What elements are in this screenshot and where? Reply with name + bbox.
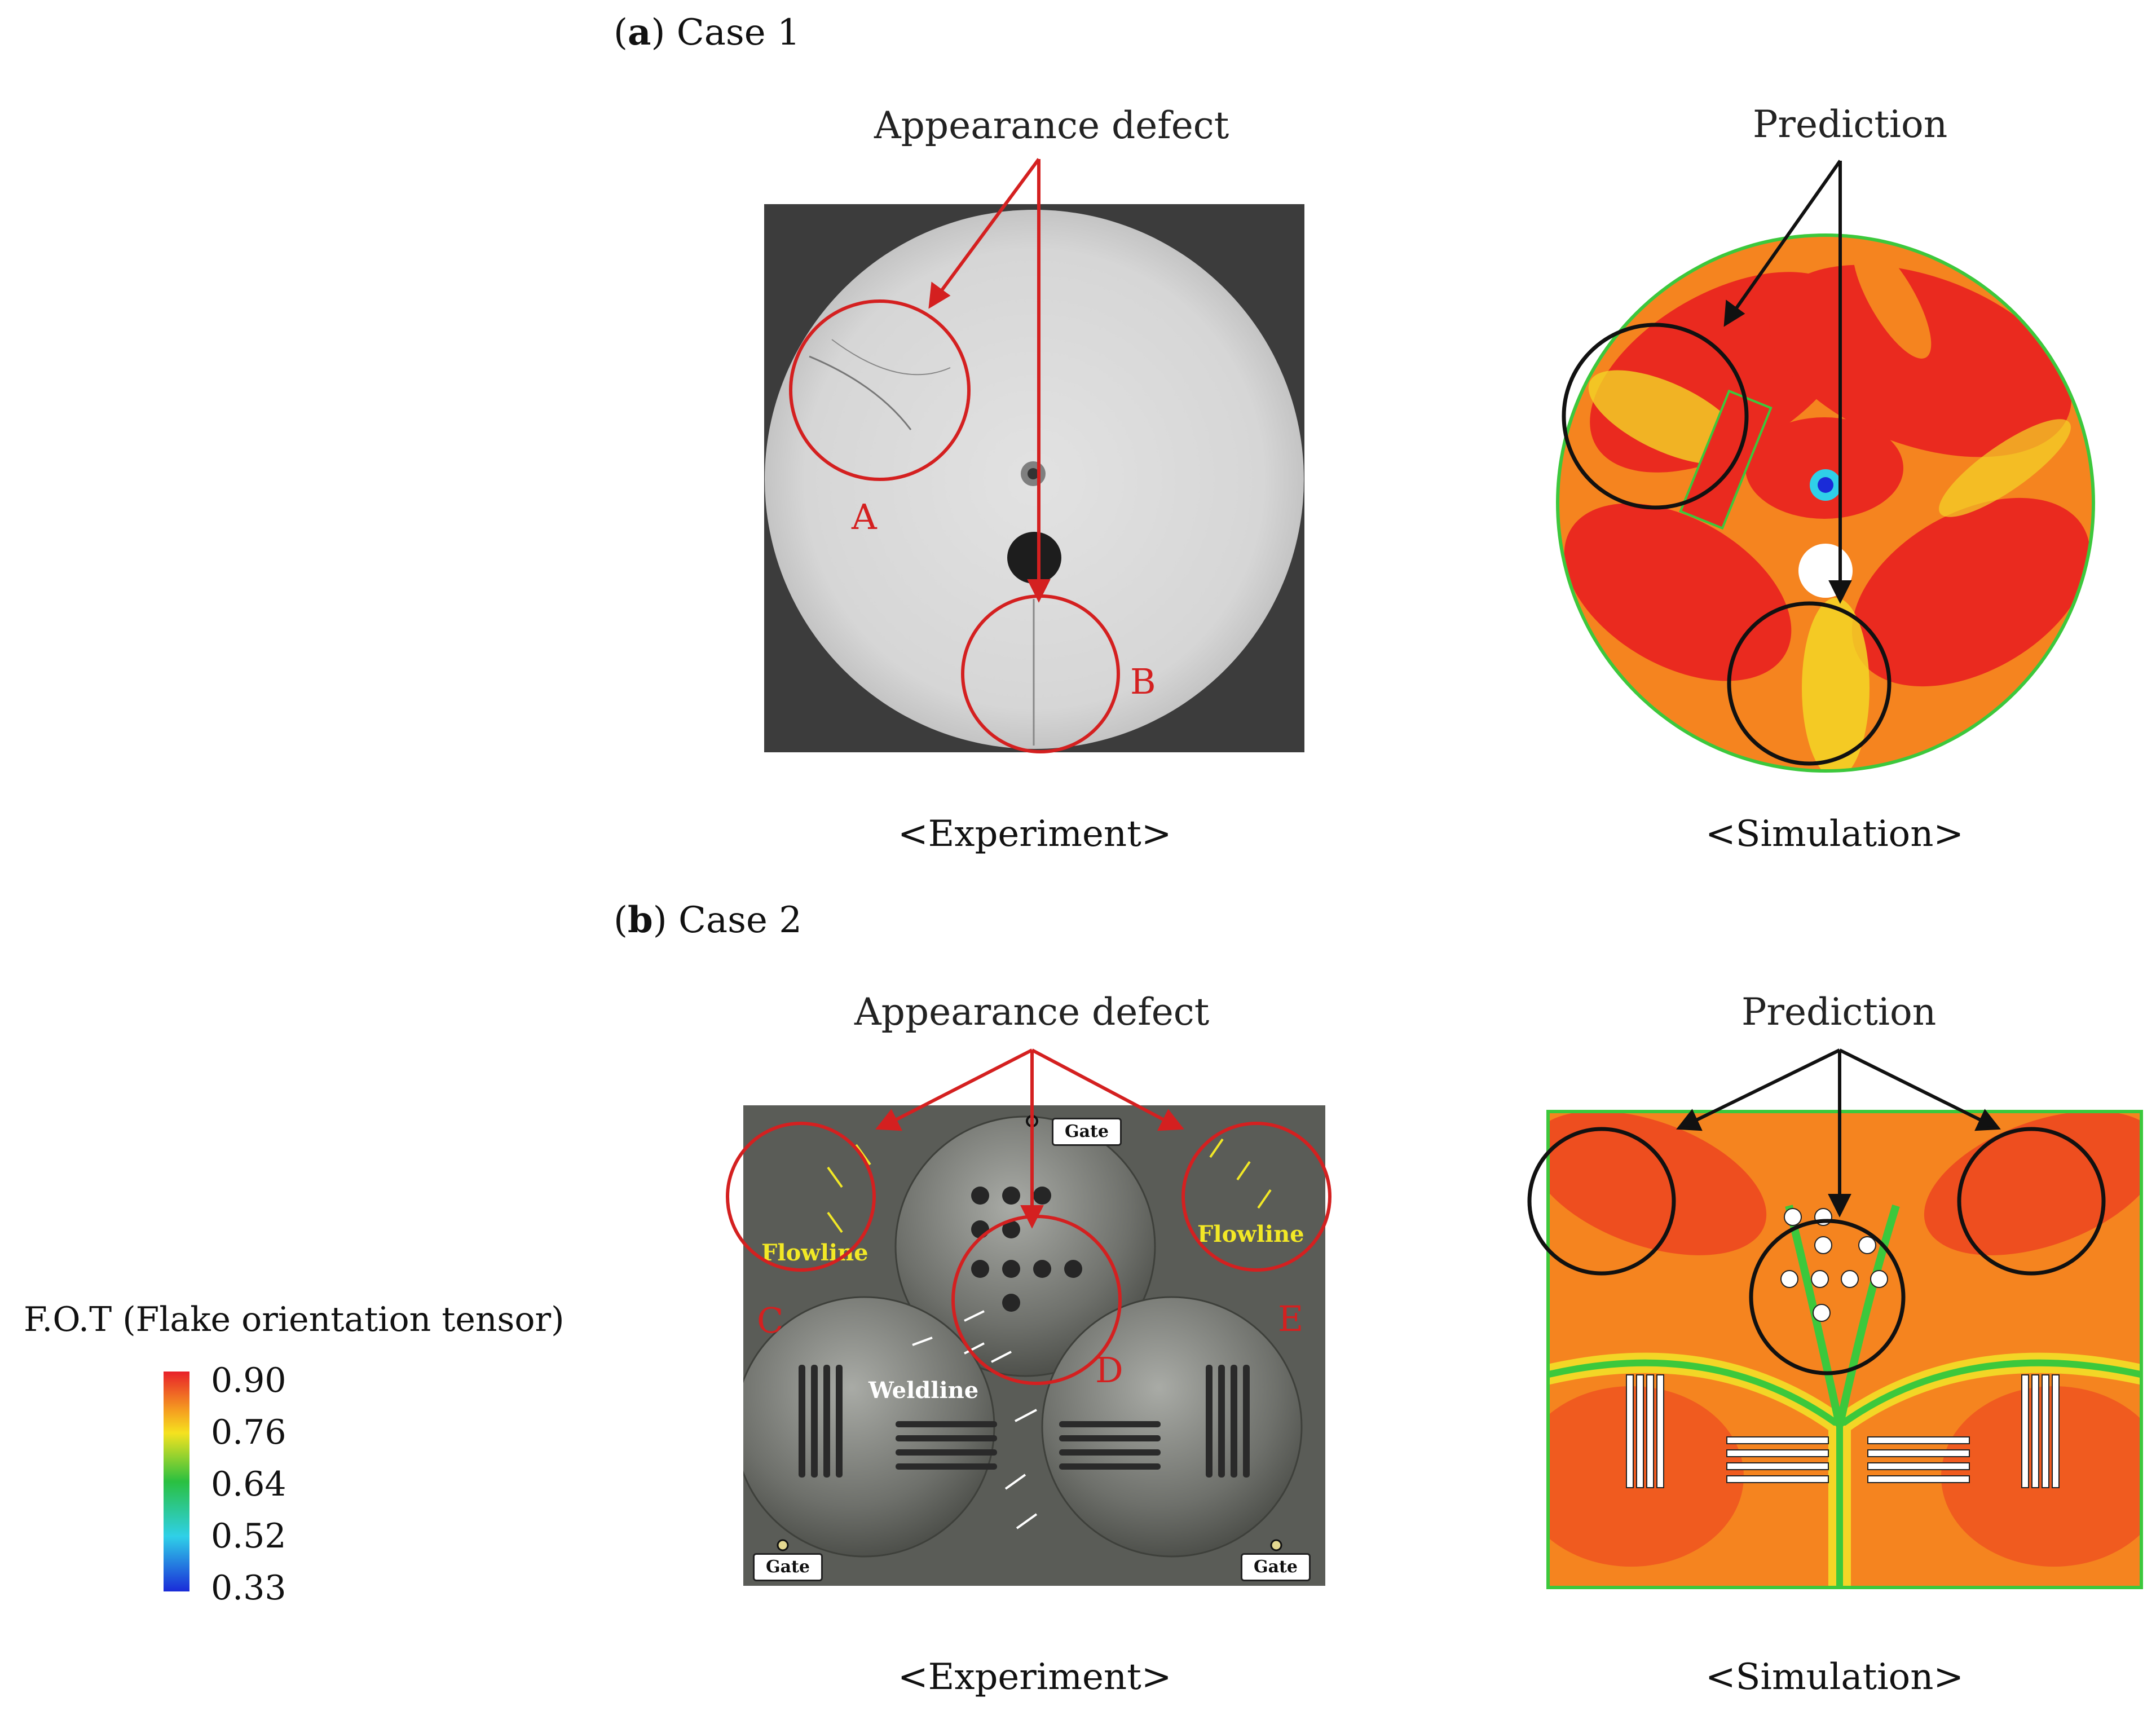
case2-gate-br-label: Gate (1253, 1557, 1298, 1577)
panel-b-title: Case 2 (678, 899, 802, 941)
legend-tick-0: 0.90 (211, 1361, 286, 1400)
case2-gate-top: Gate (1052, 1118, 1122, 1146)
legend-colorbar (164, 1372, 189, 1591)
case2-simulation-graphic (1546, 1110, 2143, 1589)
case2-gate-bottom-right: Gate (1241, 1553, 1311, 1581)
case2-appearance-defect-label: Appearance defect (854, 990, 1210, 1034)
legend-tick-4: 0.33 (211, 1568, 286, 1608)
legend-tick-3: 0.52 (211, 1516, 286, 1556)
case1-simulation-caption: <Simulation> (1705, 813, 1964, 855)
case2-gate-top-label: Gate (1064, 1122, 1109, 1141)
case2-prediction-label: Prediction (1741, 990, 1937, 1034)
case1-appearance-defect-label: Appearance defect (874, 104, 1229, 147)
legend-tick-2: 0.64 (211, 1465, 286, 1504)
case2-simulation-plot (1546, 1110, 2143, 1589)
case2-prediction-circles (1527, 1127, 2106, 1375)
case1-prediction-circles (1562, 323, 1892, 766)
case2-plate-graphic (743, 1115, 1303, 1558)
case2-flowline-right: Flowline (1197, 1221, 1304, 1247)
case1-prediction-arrows (1723, 160, 1852, 604)
legend-title: F.O.T (Flake orientation tensor) (24, 1300, 565, 1339)
panel-a-heading: (a) Case 1 (614, 11, 800, 54)
case2-experiment-caption: <Experiment> (898, 1656, 1172, 1698)
case2-prediction-arrows (1676, 1048, 2001, 1218)
case1-letter-b: B (1130, 661, 1156, 702)
case2-experiment-photo: Gate Gate Gate Flowline Flowline Weldlin… (743, 1105, 1325, 1586)
case1-letter-a: A (852, 496, 877, 537)
case2-gate-bottom-left: Gate (753, 1553, 823, 1581)
case1-disc-graphic (765, 210, 1304, 749)
case2-letter-e: E (1278, 1298, 1304, 1339)
case1-experiment-photo (764, 204, 1304, 752)
case1-experiment-caption: <Experiment> (898, 813, 1172, 855)
case2-letter-c: C (757, 1300, 784, 1341)
panel-a-letter: a (627, 11, 651, 54)
case2-weldline-label: Weldline (868, 1377, 979, 1404)
case2-defect-arrows (875, 1048, 1184, 1229)
case2-gate-bl-label: Gate (765, 1557, 810, 1577)
case2-letter-d: D (1095, 1350, 1123, 1391)
panel-b-letter: b (627, 899, 653, 941)
panel-a-title: Case 1 (676, 12, 800, 54)
case2-simulation-caption: <Simulation> (1705, 1656, 1964, 1698)
legend-tick-1: 0.76 (211, 1413, 286, 1452)
case1-prediction-label: Prediction (1753, 103, 1948, 146)
case1-defect-arrows (928, 158, 1051, 603)
case1-defect-circle-a (789, 299, 971, 481)
panel-b-heading: (b) Case 2 (614, 899, 802, 941)
case2-defect-circles (726, 1122, 1331, 1385)
